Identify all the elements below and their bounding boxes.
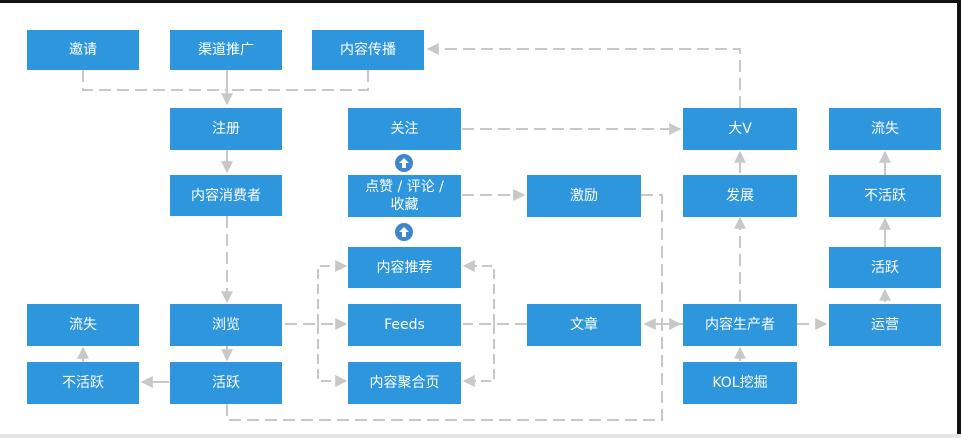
up-arrow-circle-icon — [395, 223, 413, 241]
operate-node: 运营 — [829, 304, 941, 346]
window-bottom-border — [0, 434, 961, 438]
up-arrow-circle-icon — [395, 154, 413, 172]
content-recommend-node: 内容推荐 — [348, 247, 461, 288]
connector-active-to-producer — [226, 324, 663, 421]
active-right-node: 活跃 — [829, 247, 941, 288]
connector-incentive-to-producer — [641, 194, 682, 330]
register-node: 注册 — [170, 108, 282, 150]
like-comment-collect-label: 点赞 / 评论 / 收藏 — [365, 179, 444, 213]
content-spread-node: 内容传播 — [312, 30, 424, 70]
develop-node: 发展 — [683, 175, 797, 217]
content-producer-node: 内容生产者 — [683, 304, 797, 346]
connector-bracket-to-recommend — [317, 260, 348, 324]
churn-left-node: 流失 — [27, 304, 139, 346]
churn-right-node: 流失 — [829, 108, 941, 150]
content-aggregate-node: 内容聚合页 — [348, 362, 461, 404]
article-node: 文章 — [527, 304, 641, 346]
inactive-left-node: 不活跃 — [27, 362, 139, 404]
connector-bigv-to-spread — [426, 43, 741, 108]
big-v-node: 大V — [683, 108, 797, 150]
inactive-right-node: 不活跃 — [829, 175, 941, 217]
browse-node: 浏览 — [170, 304, 282, 346]
feeds-node: Feeds — [348, 304, 461, 346]
follow-node: 关注 — [348, 108, 461, 150]
window-right-border — [957, 0, 961, 438]
incentive-node: 激励 — [527, 175, 641, 217]
content-consumer-node: 内容消费者 — [170, 175, 282, 216]
like-comment-collect-node: 点赞 / 评论 / 收藏 — [348, 175, 461, 217]
channel-promotion-node: 渠道推广 — [170, 30, 282, 70]
kol-mining-node: KOL挖掘 — [683, 362, 797, 404]
connector-invite-to-register — [82, 70, 227, 91]
active-left-node: 活跃 — [170, 362, 282, 404]
invite-node: 邀请 — [27, 30, 139, 70]
connector-bracket-right-aggregate — [462, 324, 495, 387]
connector-bracket-right-recommend — [462, 260, 495, 324]
connector-content-spread-to-register — [227, 70, 369, 91]
window-top-border — [0, 0, 961, 3]
connector-bracket-to-aggregate — [317, 324, 348, 387]
